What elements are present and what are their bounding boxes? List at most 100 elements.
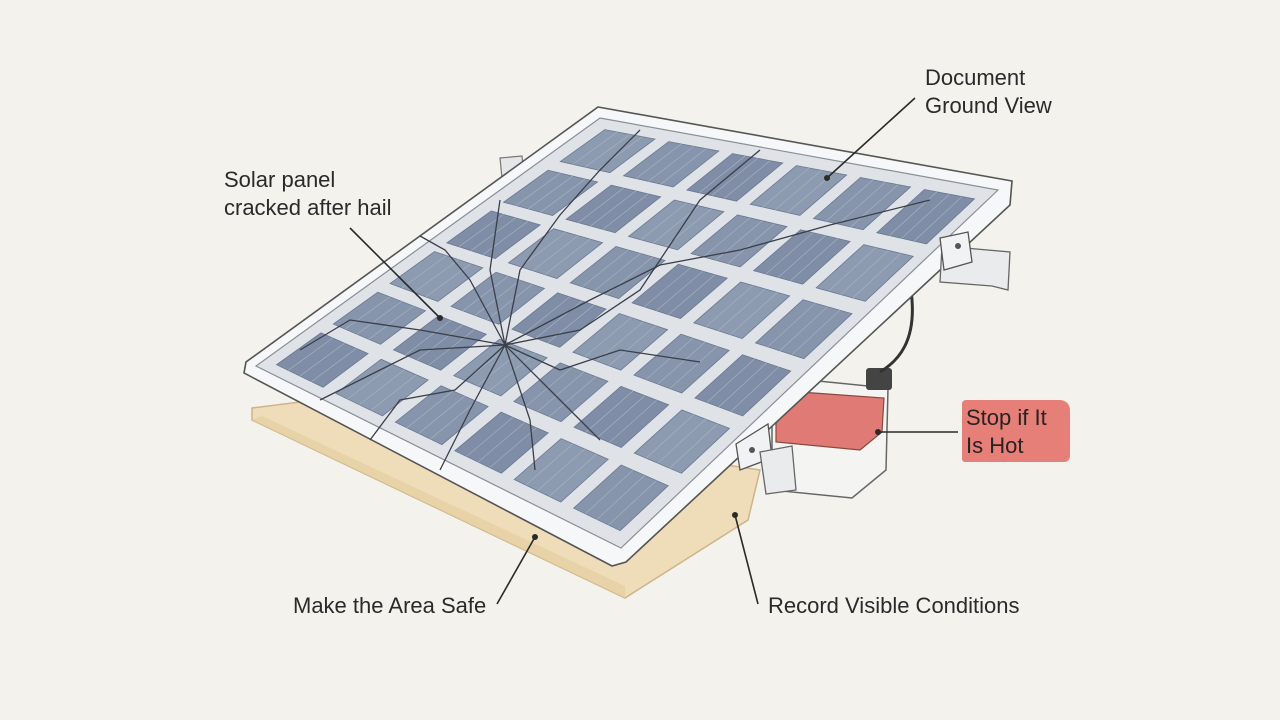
- solar-cell: [502, 169, 599, 217]
- cell-stripe: [767, 302, 816, 348]
- solar-cell: [513, 438, 609, 503]
- label-line: Is Hot: [966, 433, 1024, 458]
- solar-cell: [507, 228, 604, 279]
- cell-stripe: [825, 179, 874, 222]
- cell-stripe: [288, 337, 333, 371]
- cell-stripe: [525, 367, 573, 407]
- leader-document: [826, 97, 916, 179]
- cell-stripe: [656, 270, 704, 311]
- cell-stripe: [401, 255, 447, 289]
- cell-stripe: [544, 238, 591, 275]
- hail-cracks: [299, 129, 931, 471]
- cell-stripe: [594, 253, 641, 291]
- solar-cell: [511, 292, 607, 348]
- cell-stripe: [532, 235, 579, 271]
- cell-stripe: [458, 214, 504, 247]
- solar-cell: [332, 291, 427, 345]
- solar-cell: [450, 271, 546, 325]
- cell-stripe: [669, 423, 718, 469]
- label-line: cracked after hail: [224, 195, 392, 220]
- cell-stripe: [727, 223, 775, 264]
- label-panel-cracked: Solar panel cracked after hail: [224, 166, 392, 222]
- cell-stripe: [608, 325, 656, 366]
- solar-cell: [445, 210, 542, 259]
- cell-stripe: [549, 376, 597, 417]
- cell-stripe: [359, 369, 405, 405]
- cell-stripe: [703, 217, 751, 258]
- cell-stripe: [311, 348, 357, 382]
- solar-cell: [694, 354, 792, 417]
- cell-stripe: [462, 276, 509, 312]
- cell-stripe: [777, 235, 826, 278]
- cell-stripe: [418, 395, 465, 434]
- cell-stripe: [470, 217, 516, 251]
- cell-stripe: [645, 414, 694, 459]
- cell-stripe: [706, 358, 755, 403]
- cell-stripe: [838, 182, 886, 225]
- cell-stripe: [547, 304, 595, 343]
- solar-cell: [275, 332, 369, 388]
- cell-stripe: [535, 300, 583, 339]
- cell-stripe: [608, 480, 657, 526]
- solar-cell: [686, 153, 784, 202]
- cell-stripe: [368, 305, 414, 340]
- cell-stripe: [488, 352, 536, 392]
- cell-stripe: [515, 172, 561, 206]
- cell-stripe: [430, 401, 477, 440]
- solar-cell: [573, 385, 670, 448]
- cell-stripe: [548, 453, 597, 497]
- cell-stripe: [299, 342, 345, 377]
- cell-stripe: [635, 143, 682, 179]
- cell-stripe: [405, 320, 451, 356]
- leader-cracked: [349, 227, 441, 319]
- cell-stripe: [718, 362, 767, 408]
- cell-stripe: [585, 469, 634, 515]
- cell-stripe: [465, 343, 512, 381]
- cell-stripe: [416, 324, 463, 361]
- mounting-clamp-front: [735, 422, 797, 495]
- solar-cell: [335, 358, 429, 417]
- cell-stripe: [596, 475, 645, 520]
- solar-cell: [812, 177, 912, 231]
- solar-cell: [627, 199, 725, 251]
- cell-stripe: [668, 274, 716, 315]
- solar-cell: [565, 184, 662, 234]
- solar-cell: [454, 411, 549, 474]
- leader-record: [734, 514, 759, 605]
- cell-stripe: [648, 146, 694, 182]
- cell-stripe: [486, 284, 533, 321]
- solar-cell: [394, 385, 489, 446]
- cell-stripe: [425, 263, 471, 298]
- label-line: Document: [925, 65, 1026, 90]
- cell-stripe: [640, 202, 687, 241]
- solar-cell: [513, 362, 609, 423]
- cell-stripe: [584, 317, 632, 357]
- solar-cell: [569, 246, 666, 299]
- cell-stripe: [582, 249, 629, 288]
- solar-cell: [692, 281, 791, 340]
- cell-stripe: [428, 329, 475, 366]
- solar-cell: [815, 244, 915, 302]
- label-document-ground-view: Document Ground View: [925, 64, 1052, 120]
- solar-cell: [752, 229, 851, 285]
- label-line: Stop if It: [966, 405, 1047, 430]
- cell-stripe: [590, 190, 637, 227]
- cell-stripe: [540, 178, 586, 213]
- solar-cell: [875, 189, 976, 245]
- cell-stripe: [657, 418, 706, 464]
- cell-stripe: [790, 238, 838, 281]
- cell-stripe: [406, 390, 454, 428]
- cell-stripe: [602, 193, 649, 230]
- cell-stripe: [482, 221, 529, 255]
- cell-stripe: [729, 292, 778, 335]
- solar-cell: [633, 409, 731, 474]
- cell-stripe: [537, 371, 585, 412]
- cell-stripe: [889, 191, 938, 236]
- cell-stripe: [356, 301, 402, 335]
- cell-stripe: [597, 395, 646, 438]
- label-line: Solar panel: [224, 167, 336, 192]
- solar-cell: [631, 263, 729, 320]
- cell-stripe: [477, 422, 525, 463]
